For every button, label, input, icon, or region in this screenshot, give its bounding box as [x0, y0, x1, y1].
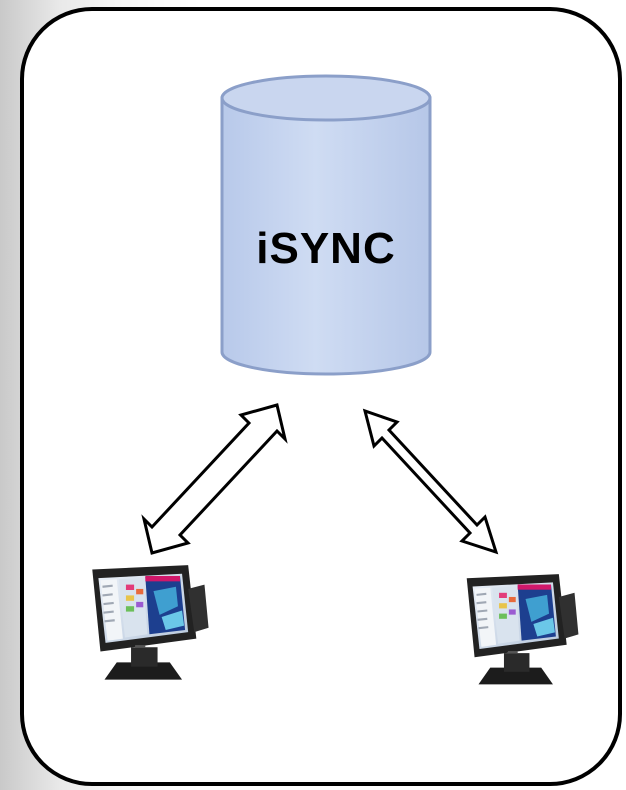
- right-sync-arrow: [362, 408, 499, 555]
- left-sync-arrow: [141, 403, 288, 555]
- database-label: iSYNC: [256, 224, 395, 273]
- database-cylinder-icon: [220, 74, 432, 376]
